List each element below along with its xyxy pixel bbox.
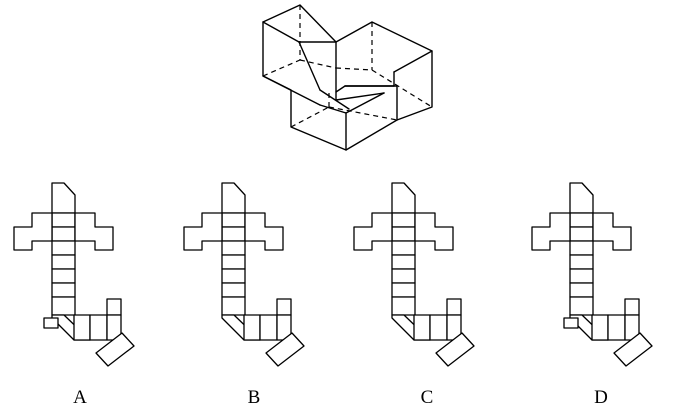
solid-3d-drawing [262, 4, 433, 151]
option-d-net[interactable] [531, 182, 653, 367]
option-a-net[interactable] [13, 182, 135, 367]
option-c-net[interactable] [353, 182, 475, 367]
option-b-label[interactable]: B [248, 387, 261, 408]
option-c-label[interactable]: C [421, 387, 434, 408]
net-top-bevel [51, 182, 76, 214]
option-a-label[interactable]: A [73, 387, 87, 408]
option-d-label[interactable]: D [594, 387, 608, 408]
option-b-net[interactable] [183, 182, 305, 367]
